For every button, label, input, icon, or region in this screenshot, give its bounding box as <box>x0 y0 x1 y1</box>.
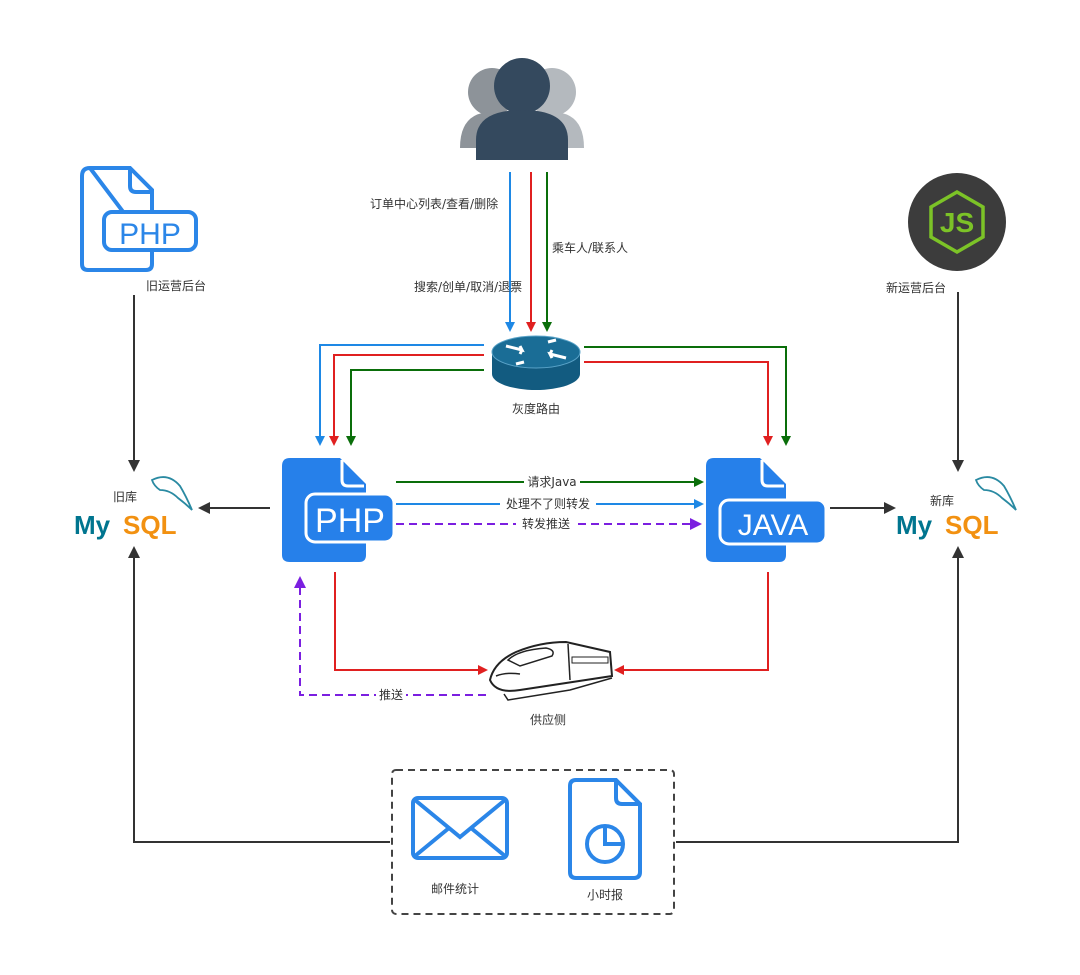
new-db-mysql-icon: My SQL <box>896 476 1017 540</box>
svg-text:My: My <box>896 510 933 540</box>
edge-label-request-java: 请求Java <box>527 475 576 489</box>
new-admin-nodejs-icon: JS <box>908 173 1006 271</box>
edge-label-forward-push: 转发推送 <box>522 516 570 531</box>
svg-text:PHP: PHP <box>315 502 385 540</box>
svg-text:PHP: PHP <box>119 218 181 251</box>
edge-label-order-center: 订单中心列表/查看/删除 <box>370 196 498 211</box>
edge-label-passenger: 乘车人/联系人 <box>552 240 628 255</box>
report-chart-icon <box>568 778 642 880</box>
edge-label-forward-unhandled: 处理不了则转发 <box>506 496 590 511</box>
edge-php-supplier <box>334 572 488 675</box>
edge-router-php-red <box>329 354 484 446</box>
edge-push <box>294 576 486 696</box>
old-admin-php-icon: PHP <box>80 165 198 272</box>
edge-router-php-blue <box>315 344 484 446</box>
email-stats-label: 邮件统计 <box>431 882 479 896</box>
router-icon <box>491 335 581 390</box>
svg-text:SQL: SQL <box>945 510 999 540</box>
edge-router-java-red <box>584 361 773 446</box>
users-group-icon <box>460 58 584 160</box>
edge-java-supplier <box>614 572 769 675</box>
supplier-label: 供应侧 <box>530 712 566 727</box>
svg-text:JS: JS <box>940 207 974 238</box>
envelope-icon <box>411 796 509 860</box>
router-label: 灰度路由 <box>512 401 560 416</box>
old-db-label: 旧库 <box>113 489 137 504</box>
edge-label-search-order: 搜索/创单/取消/退票 <box>414 279 522 294</box>
edge-reports-new-db <box>676 546 964 843</box>
java-service-icon[interactable]: JAVA <box>706 458 828 562</box>
old-admin-label: 旧运营后台 <box>146 278 206 293</box>
new-admin-label: 新运营后台 <box>886 280 946 295</box>
edge-reports-old-db <box>128 546 390 843</box>
edge-label-push: 推送 <box>379 687 403 702</box>
svg-text:My: My <box>74 510 111 540</box>
svg-text:SQL: SQL <box>123 510 177 540</box>
old-db-mysql-icon: My SQL <box>74 476 193 540</box>
new-db-label: 新库 <box>930 493 954 508</box>
train-icon <box>488 640 614 701</box>
svg-text:JAVA: JAVA <box>738 509 809 542</box>
php-service-icon[interactable]: PHP <box>282 458 396 562</box>
edge-router-java-green <box>584 346 791 446</box>
edge-router-php-green <box>346 369 484 446</box>
reports-group-box <box>391 769 675 915</box>
hourly-report-label: 小时报 <box>587 887 623 902</box>
